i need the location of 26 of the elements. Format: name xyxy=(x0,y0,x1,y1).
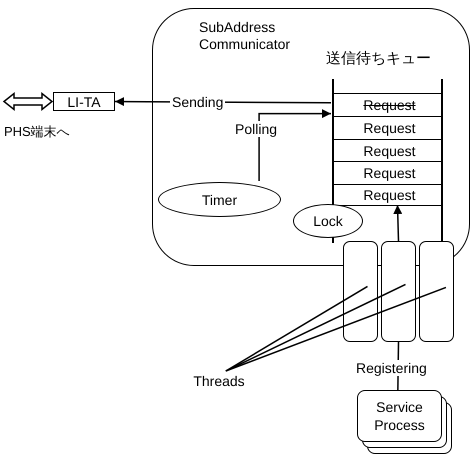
edge-label: Sending xyxy=(170,94,226,110)
edge-label: Polling xyxy=(233,121,280,137)
queue-heading: 送信待ちキュー xyxy=(326,49,431,68)
thread-box xyxy=(343,241,378,342)
callout-text: Threads xyxy=(185,371,253,391)
process-box: LI-TA xyxy=(53,92,115,111)
caption-text: PHS端末へ xyxy=(4,123,70,141)
panel-title: SubAddress Communicator xyxy=(199,19,292,53)
edge-label: Registering xyxy=(354,360,429,376)
leader-line xyxy=(226,286,446,372)
box-text: Service Process xyxy=(373,398,426,434)
thread-box xyxy=(419,241,454,342)
arrow xyxy=(258,109,331,181)
queue-cell: Request xyxy=(332,161,441,185)
queue-cell: Request xyxy=(332,184,441,206)
timer-ellipse: Timer xyxy=(158,182,281,217)
queue-cell: Request xyxy=(332,139,441,162)
double-arrow xyxy=(2,92,54,112)
queue-cell: Request xyxy=(332,116,441,140)
queue-cell: Request xyxy=(332,93,441,117)
leader-line xyxy=(225,286,368,372)
arrow xyxy=(393,204,402,242)
stacked-process-box xyxy=(357,390,452,454)
lock-ellipse: Lock xyxy=(293,204,363,238)
leader-line xyxy=(225,284,406,372)
thread-box xyxy=(381,241,416,342)
